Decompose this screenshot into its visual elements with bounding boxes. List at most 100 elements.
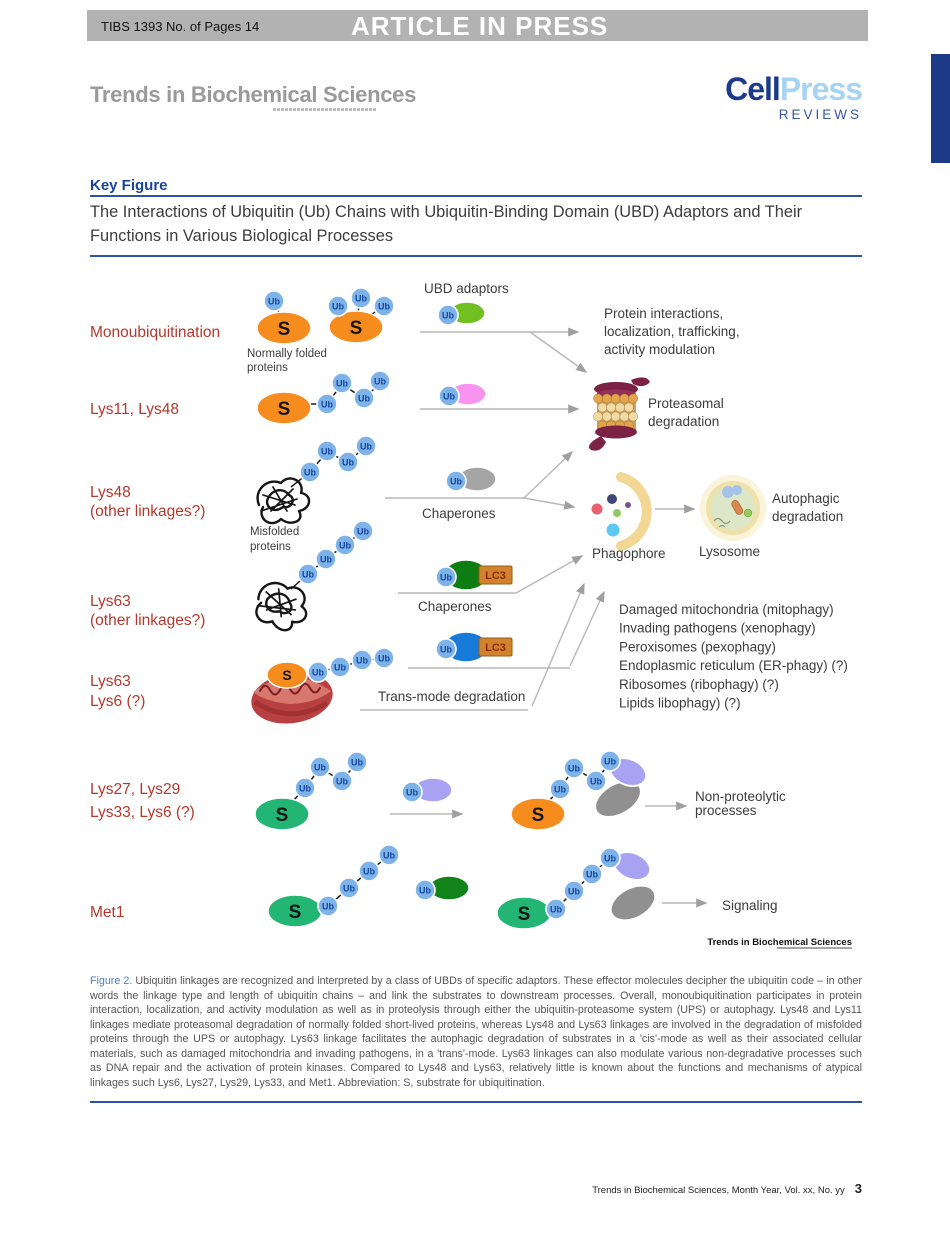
ub-label: Ub [299, 783, 311, 793]
adaptor-gray-complex-met1 [609, 884, 657, 922]
ub-badge: Ub [599, 847, 621, 869]
substrate-ellipse: S [510, 797, 566, 831]
ub-badge: Ub [549, 778, 571, 800]
ub-label: Ub [321, 399, 333, 409]
ub-label: Ub [268, 296, 280, 306]
outcome-nonproteolytic-2: processes [695, 803, 757, 818]
substrate-label: S [289, 902, 302, 923]
substrate-label: S [282, 667, 291, 683]
ub-badge: Ub [350, 287, 372, 309]
ub-label: Ub [419, 885, 431, 895]
ub-label: Ub [374, 376, 386, 386]
ub-label: Ub [336, 378, 348, 388]
ub-badge: Ub [438, 385, 460, 407]
row-label-lys63b: Lys63 [90, 673, 131, 690]
trans-mode-label: Trans-mode degradation [378, 689, 525, 704]
substrate-label: S [350, 318, 363, 339]
ub-label: Ub [356, 655, 368, 665]
ub-badge: Ub [373, 295, 395, 317]
substrate-ellipse: S [496, 896, 552, 930]
ub-badge: Ub [581, 863, 603, 885]
substrate-label: S [518, 904, 531, 925]
target-er-phagy: Endoplasmic reticulum (ER-phagy) (?) [619, 658, 848, 673]
ub-label: Ub [339, 540, 351, 550]
page-footer: Trends in Biochemical Sciences, Month Ye… [400, 1181, 862, 1196]
ub-badge: Ub [299, 461, 321, 483]
ub-badge: Ub [338, 877, 360, 899]
substrate-ellipse: S [256, 311, 312, 345]
ub-label: Ub [363, 866, 375, 876]
ub-badge: Ub [563, 880, 585, 902]
cell-wordmark: Cell [725, 71, 781, 107]
reviews-label: REVIEWS [778, 107, 862, 122]
row-label-lys63a-sub: (other linkages?) [90, 612, 205, 629]
misfolded-label: Misfolded [250, 526, 299, 538]
ub-label: Ub [554, 784, 566, 794]
substrate-label: S [532, 805, 545, 826]
row-label-met1: Met1 [90, 904, 124, 921]
ub-badge: Ub [358, 860, 380, 882]
substrate-label: S [278, 319, 291, 340]
ub-badge: Ub [297, 563, 319, 585]
chaperones-label-1: Chaperones [422, 506, 496, 521]
ub-badge: Ub [294, 777, 316, 799]
phagophore-icon [591, 472, 652, 551]
phagophore-label: Phagophore [592, 546, 666, 561]
ub-label: Ub [590, 776, 602, 786]
figure-watermark: Trends in Biochemical Sciences [707, 937, 852, 948]
ub-label: Ub [314, 762, 326, 772]
ub-badge: Ub [435, 638, 457, 660]
ub-label: Ub [351, 757, 363, 767]
row-label-lys48-sub: (other linkages?) [90, 503, 205, 520]
ub-badge: Ub [327, 295, 349, 317]
target-lipophagy: Lipids libophagy) (?) [619, 696, 741, 711]
ub-badge: Ub [563, 757, 585, 779]
chaperones-label-2: Chaperones [418, 599, 492, 614]
journal-tagline [273, 108, 377, 111]
misfolded-label2: proteins [250, 541, 291, 553]
lc3-tag: LC3 [478, 637, 513, 657]
ub-badge: Ub [263, 290, 285, 312]
row-label-atypical1: Lys27, Lys29 [90, 781, 180, 798]
row-label-atypical2: Lys33, Lys6 (?) [90, 804, 195, 821]
ub-badge: Ub [355, 435, 377, 457]
misfolded-protein-icon [248, 477, 317, 639]
divider-title [90, 255, 862, 257]
outcome-mono-3: activity modulation [604, 342, 715, 357]
lysosome-label: Lysosome [699, 544, 760, 559]
outcome-proteasomal-1: Proteasomal [648, 396, 724, 411]
ub-label: Ub [586, 869, 598, 879]
ub-label: Ub [342, 457, 354, 467]
press-wordmark: Press [779, 71, 863, 107]
ub-label: Ub [442, 310, 454, 320]
row-label-lys11-48: Lys11, Lys48 [90, 401, 179, 418]
ub-badge: Ub [317, 895, 339, 917]
ub-label: Ub [304, 467, 316, 477]
substrate-ellipse: S [256, 391, 312, 425]
outcome-mono-1: Protein interactions, [604, 306, 723, 321]
ub-label: Ub [378, 301, 390, 311]
row-label-lys6: Lys6 (?) [90, 693, 145, 710]
outcome-mono-2: localization, trafficking, [604, 324, 740, 339]
outcome-proteasomal-2: degradation [648, 414, 719, 429]
ub-badge: Ub [351, 649, 373, 671]
ub-label: Ub [360, 441, 372, 451]
row-label-mono: Monoubiquitination [90, 324, 220, 341]
ub-label: Ub [550, 904, 562, 914]
ub-badge: Ub [378, 844, 400, 866]
adaptor-gray-complex [594, 779, 642, 819]
cellpress-wordmark: CellPress [716, 71, 863, 107]
row-label-lys48: Lys48 [90, 484, 131, 501]
ub-label: Ub [322, 901, 334, 911]
ub-badge: Ub [315, 548, 337, 570]
ub-badge: Ub [329, 656, 351, 678]
substrate-label: S [278, 399, 291, 420]
figure-title: The Interactions of Ubiquitin (Ub) Chain… [90, 203, 803, 245]
page-edge-bar [931, 54, 950, 163]
outcome-signaling: Signaling [722, 898, 778, 913]
outcome-autophagic-1: Autophagic [772, 491, 840, 506]
ub-badge: Ub [353, 387, 375, 409]
substrate-ellipse: S [267, 894, 323, 928]
